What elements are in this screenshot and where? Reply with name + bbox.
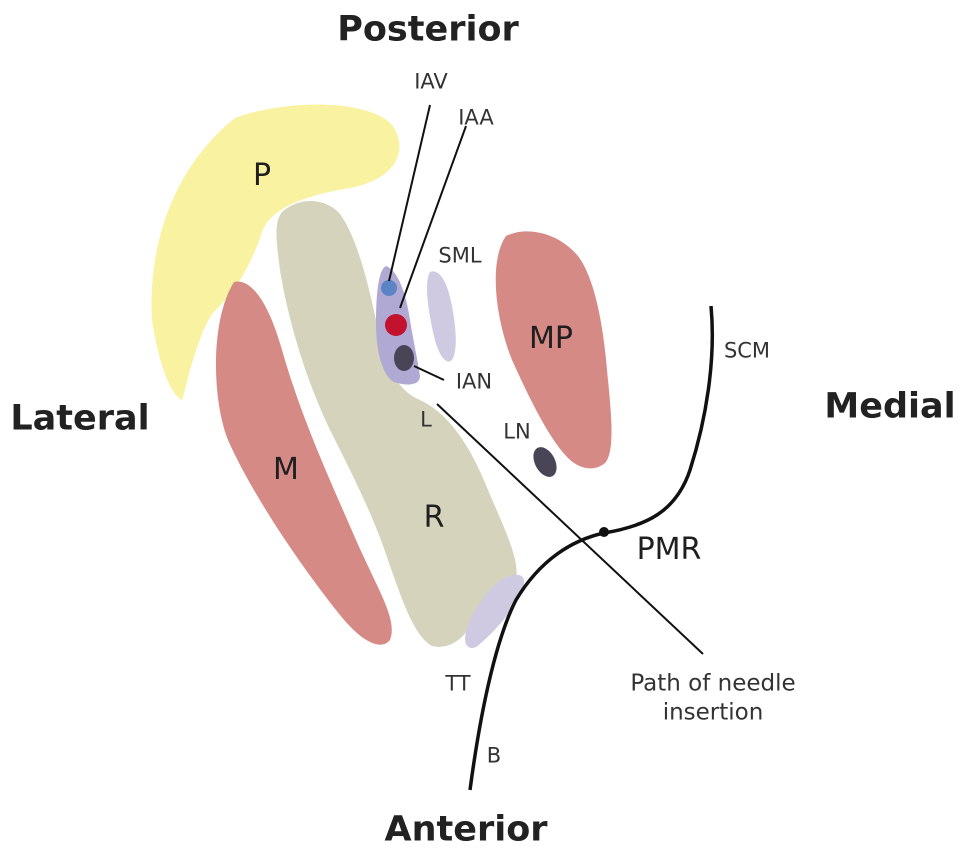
masseter-label: M bbox=[273, 455, 299, 485]
inferior-alveolar-vein-dot bbox=[381, 280, 397, 296]
sphenomandibular-ligament-shape bbox=[427, 271, 456, 361]
scm-label: SCM bbox=[724, 341, 770, 362]
ramus-label: R bbox=[424, 503, 445, 533]
iav-label: IAV bbox=[414, 72, 448, 93]
inferior-alveolar-artery-dot bbox=[385, 314, 407, 336]
lingual-nerve-dot bbox=[529, 443, 562, 481]
b-label: B bbox=[487, 746, 501, 767]
inferior-alveolar-nerve-dot bbox=[394, 345, 414, 371]
parotid-label: P bbox=[253, 161, 271, 191]
medial-pterygoid-label: MP bbox=[529, 324, 573, 354]
ian-label: IAN bbox=[456, 372, 492, 393]
needle-path-note-line2: insertion bbox=[630, 698, 795, 727]
orientation-posterior-label: Posterior bbox=[337, 13, 519, 48]
pmr-junction-dot bbox=[599, 527, 609, 537]
needle-path-note: Path of needle insertion bbox=[630, 669, 795, 727]
lingula-label: L bbox=[420, 410, 432, 431]
ln-label: LN bbox=[503, 422, 530, 443]
mandibular-ramus-shape bbox=[277, 201, 517, 647]
pmr-label: PMR bbox=[637, 535, 702, 565]
tt-label: TT bbox=[445, 674, 470, 695]
orientation-anterior-label: Anterior bbox=[384, 813, 547, 848]
needle-path-note-line1: Path of needle bbox=[630, 669, 795, 698]
orientation-lateral-label: Lateral bbox=[10, 402, 149, 437]
iaa-label: IAA bbox=[458, 108, 494, 129]
sml-label: SML bbox=[438, 246, 481, 267]
orientation-medial-label: Medial bbox=[824, 390, 955, 425]
